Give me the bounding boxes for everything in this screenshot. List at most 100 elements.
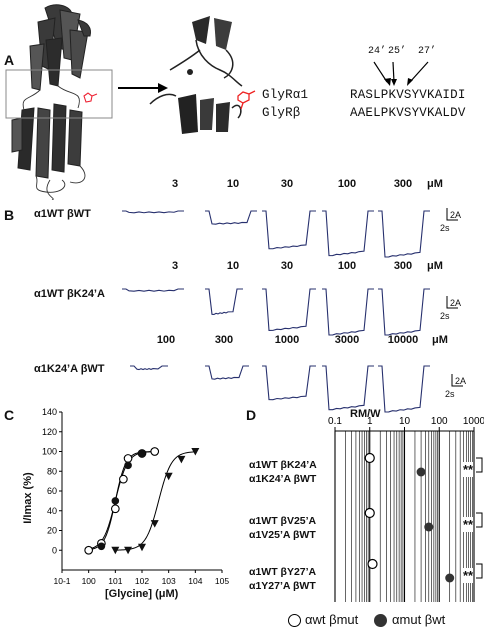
y-tick-label: 140 — [42, 407, 57, 417]
conc-label: 100 — [337, 178, 357, 190]
x-tick-label: 10 — [399, 416, 411, 427]
conc-label: 3 — [171, 178, 179, 190]
y-tick-label: 40 — [47, 506, 57, 516]
x-tick-label: 105 — [215, 576, 229, 586]
current-trace — [205, 288, 243, 316]
current-traces — [122, 210, 430, 413]
data-point-open — [110, 504, 120, 514]
significance-marker: ** — [463, 568, 474, 583]
significance-bracket — [476, 563, 483, 579]
data-point-filled — [111, 497, 120, 505]
current-trace — [378, 365, 430, 413]
significance-bracket — [476, 457, 483, 473]
conc-label: 3000 — [334, 334, 360, 346]
unit-label: μM — [432, 334, 448, 346]
scale-time-label: 2s — [440, 311, 450, 321]
panel-letter-c: C — [4, 407, 15, 423]
panel-letter-b: B — [4, 207, 15, 223]
zoomed-structure — [149, 16, 243, 134]
trace-row-label-1: α1WT βK24’A — [34, 288, 105, 300]
arrowhead-24 — [384, 78, 391, 86]
data-point-triangle — [111, 546, 120, 555]
y-tick-label: 100 — [42, 447, 57, 457]
group-label: α1Y27’A βWT — [249, 580, 316, 592]
x-tick-label: 103 — [162, 576, 176, 586]
position-arrows — [373, 61, 429, 83]
current-trace — [378, 210, 430, 258]
unit-label: μM — [427, 178, 443, 190]
group-label: α1WT βY27’A — [249, 566, 317, 578]
group-label: α1K24’A βWT — [249, 473, 317, 485]
current-trace — [322, 288, 374, 336]
data-point-open — [150, 447, 160, 456]
y-tick-label: 80 — [47, 466, 57, 476]
seq-name-alpha1: GlyRα1 — [262, 88, 309, 102]
residue-highlight — [83, 92, 98, 103]
zoomed-residue-highlight — [237, 90, 256, 110]
ratio-point-filled — [416, 467, 426, 477]
conc-label: 10 — [226, 178, 240, 190]
receptor-cartoon — [11, 4, 91, 179]
data-point-open — [119, 474, 128, 484]
x-tick-label: 102 — [135, 576, 149, 586]
arrowhead-25 — [391, 79, 397, 86]
conc-label: 10 — [226, 260, 240, 272]
x-tick-label: 0.1 — [328, 416, 342, 427]
scale-bars — [446, 208, 463, 387]
data-point-filled — [138, 449, 146, 458]
seq-beta: AAELPKVSYVKALDV — [350, 106, 466, 120]
legend-filled-circle-icon — [374, 614, 387, 627]
legend-open-circle-icon — [288, 614, 301, 627]
data-point-filled — [124, 461, 132, 470]
x-tick-label: 104 — [188, 576, 202, 586]
current-trace — [122, 210, 184, 214]
current-trace — [322, 365, 374, 411]
scale-current-label: 2A — [450, 210, 462, 220]
seq-alpha1: RASLPKVSYVKAIDI — [350, 88, 466, 102]
y-tick-label: 0 — [52, 545, 57, 555]
significance-marker: ** — [463, 462, 474, 477]
x-tick-label: 1000 — [463, 416, 484, 427]
conc-label: 30 — [280, 178, 294, 190]
receptor-loops — [22, 85, 86, 200]
current-trace — [262, 288, 316, 331]
data-point-triangle — [191, 448, 200, 456]
seq-name-beta: GlyRβ — [262, 106, 301, 120]
current-trace — [205, 365, 249, 380]
panel-letter-a: A — [4, 52, 15, 68]
scale-time-label: 2s — [445, 389, 455, 399]
group-label: α1V25’A βWT — [249, 529, 316, 541]
trace-row-label-2: α1K24’A βWT — [34, 363, 105, 375]
zoom-box — [5, 69, 113, 119]
ratio-point-filled — [424, 522, 434, 532]
arrowhead-27 — [407, 78, 413, 86]
conc-label: 1000 — [274, 334, 300, 346]
conc-label: 10000 — [387, 334, 419, 346]
x-tick-label: 100 — [431, 416, 448, 427]
x-tick-label: 100 — [82, 576, 96, 586]
y-tick-label: 20 — [47, 526, 57, 536]
conc-label: 300 — [393, 260, 413, 272]
current-trace — [130, 365, 168, 371]
current-trace — [262, 365, 316, 401]
data-point-open — [84, 545, 94, 555]
scale-time-label: 2s — [440, 223, 450, 233]
ratio-point-open — [364, 452, 375, 464]
position-label-27: 27’ — [418, 46, 437, 57]
x-tick-label: 10-1 — [53, 576, 70, 586]
position-label-25: 25’ — [388, 46, 407, 57]
ratio-point-open — [367, 558, 378, 570]
chart-c-xlabel: [Glycine] (μM) — [105, 588, 179, 600]
conc-label: 100 — [337, 260, 357, 272]
scale-current-label: 2A — [450, 298, 462, 308]
panel-letter-d: D — [246, 407, 257, 423]
conc-label: 30 — [280, 260, 294, 272]
conc-label: 300 — [214, 334, 234, 346]
data-point-filled — [97, 542, 106, 551]
current-trace — [122, 288, 184, 292]
group-label: α1WT βK24’A — [249, 459, 317, 471]
significance-marker: ** — [463, 517, 474, 532]
data-point-triangle — [164, 472, 173, 481]
data-point-triangle — [150, 520, 159, 528]
y-tick-label: 120 — [42, 427, 57, 437]
